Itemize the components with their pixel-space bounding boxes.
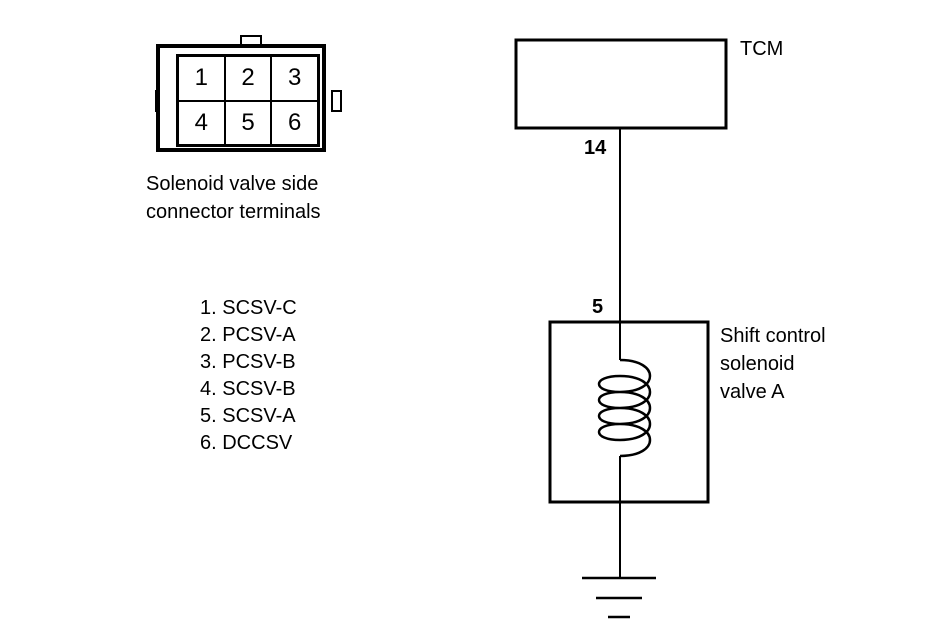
tcm-pin-number: 14 <box>584 137 607 159</box>
solenoid-label-line1: Shift control <box>720 325 826 347</box>
legend-item: 5. SCSV-A <box>200 405 296 427</box>
connector-pin-4: 4 <box>178 100 225 145</box>
legend-item: 1. SCSV-C <box>200 297 297 319</box>
tcm-label: TCM <box>740 38 784 60</box>
connector-pin-6: 6 <box>271 100 318 145</box>
connector-pin-grid: 1 2 3 4 5 6 <box>176 54 320 147</box>
connector-pin-2: 2 <box>224 56 272 101</box>
solenoid-box <box>548 320 710 504</box>
legend-item: 3. PCSV-B <box>200 351 296 373</box>
connector-body <box>156 44 326 152</box>
solenoid-label-line3: valve A <box>720 381 785 403</box>
connector-caption-line2: connector terminals <box>146 201 321 223</box>
solenoid-coil <box>598 358 652 458</box>
legend-item: 2. PCSV-A <box>200 324 296 346</box>
legend-item: 4. SCSV-B <box>200 378 296 400</box>
terminal-legend: 1. SCSV-C 2. PCSV-A 3. PCSV-B 4. SCSV-B … <box>200 295 297 457</box>
connector-pin-3: 3 <box>271 56 318 101</box>
tcm-box <box>514 38 728 130</box>
connector-caption: Solenoid valve side connector terminals <box>146 170 321 226</box>
solenoid-label-line2: solenoid <box>720 353 795 375</box>
connector-pin-5: 5 <box>224 100 272 145</box>
legend-item: 6. DCCSV <box>200 432 293 454</box>
connector-pin-1: 1 <box>178 56 225 101</box>
solenoid-label: Shift control solenoid valve A <box>720 322 826 406</box>
solenoid-pin-number: 5 <box>592 296 604 318</box>
connector-caption-line1: Solenoid valve side <box>146 173 319 195</box>
connector-latch-right <box>331 90 342 112</box>
